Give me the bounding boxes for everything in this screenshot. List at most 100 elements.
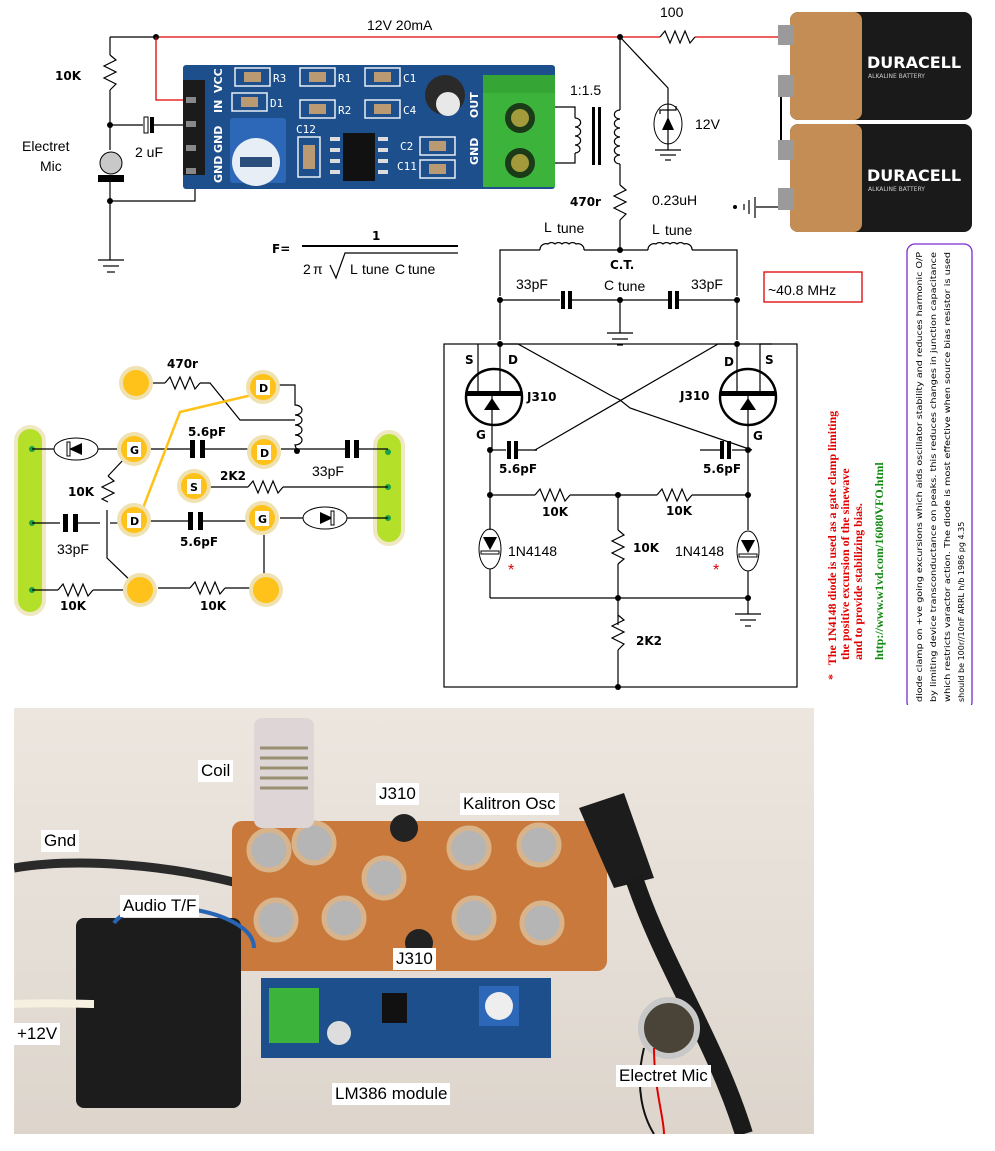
formula-lhs: F= — [272, 242, 290, 256]
resistor-100-label: 100 — [660, 4, 684, 20]
coil-former — [254, 718, 314, 828]
jfet-left-g: G — [476, 428, 486, 442]
ct-label: C.T. — [610, 258, 634, 272]
battery-stack: DURACELL ALKALINE BATTERY DURACELL ALKAL… — [733, 12, 972, 232]
ground-symbol-battery — [733, 197, 778, 218]
formula-l-sub: tune — [362, 261, 389, 277]
photo-label-coil: Coil — [198, 760, 234, 782]
diode-right: 1N4148 * — [675, 530, 760, 598]
ctune-label: C — [604, 277, 614, 293]
svg-text:* The 1N4148 diode is us: * The 1N4148 diode is used as a gate cla… — [825, 411, 839, 680]
battery-sub: ALKALINE BATTERY — [868, 186, 925, 193]
ltune-left-sub: tune — [557, 220, 584, 236]
frequency-box — [763, 271, 863, 303]
pin-vcc-label: VCC — [212, 68, 225, 93]
ctune-sub: tune — [618, 278, 645, 294]
photo-label-kalitron: Kalitron Osc — [460, 793, 559, 815]
frequency-formula: F= 1 2 π L tune C tune — [272, 229, 458, 280]
note-box-line4: should be 100r//10nF ARRL h/b 1986 pg 4.… — [957, 522, 966, 702]
mic-label-line2: Mic — [40, 158, 62, 174]
part-r2-label: R2 — [338, 104, 351, 117]
cap-33pf-left-label: 33pF — [516, 276, 548, 292]
pad-d-bottom: D — [130, 515, 139, 528]
part-c12-label: C12 — [296, 123, 316, 136]
pin-gnd2-label: GND — [212, 156, 225, 183]
out-label: OUT — [468, 92, 481, 118]
jfet-left-name: J310 — [526, 390, 557, 404]
layout-cap-right-label: 33pF — [312, 463, 344, 479]
oscillator-circuit: S D G J310 S D G J310 5.6pF 5.6pF — [443, 300, 798, 690]
note-box-line2: by limiting device transconductance on p… — [929, 252, 938, 702]
layout-10k-diag-label: 10K — [68, 485, 95, 499]
pin-in-label: IN — [212, 100, 225, 113]
layout-2k2-label: 2K2 — [220, 469, 246, 483]
resistor-10k-label: 10K — [55, 69, 82, 83]
mic-section: 10K 2 uF Electret Mic — [22, 37, 196, 273]
asterisk-right: * — [713, 562, 719, 579]
mic-label-line1: Electret — [22, 138, 70, 154]
jfet-left: S D G J310 — [464, 344, 557, 450]
formula-two: 2 — [303, 261, 311, 277]
supply-label: 12V 20mA — [367, 17, 433, 33]
electret-mic-photo — [638, 997, 700, 1059]
lm386-board: VCC IN GND GND R3 R1 C1 D1 R2 C4 C12 C2 … — [183, 65, 555, 189]
ltune-left-label: L — [544, 219, 552, 235]
part-d1-label: D1 — [270, 97, 283, 110]
electret-mic-icon — [99, 151, 123, 175]
photo-label-lm386: LM386 module — [332, 1083, 451, 1105]
jfet-left-s: S — [465, 353, 474, 367]
zener-voltage-label: 12V — [695, 116, 721, 132]
ground-symbol-mic — [98, 255, 124, 273]
diode-left: 1N4148 * — [478, 528, 557, 598]
part-c2-label: C2 — [400, 140, 413, 153]
note-box-line1: diode clamp on +ve going excursions whic… — [915, 252, 924, 702]
part-r3-label: R3 — [273, 72, 286, 85]
source-url-link[interactable]: http://www.w1vd.com/16080VFO.html — [872, 462, 886, 660]
out-gnd-label: GND — [468, 138, 481, 165]
supply-line: 12V 20mA 100 — [110, 4, 785, 101]
resistor-470r — [612, 184, 628, 221]
frequency-label: ~40.8 MHz — [768, 282, 836, 298]
inductance-label: 0.23uH — [652, 192, 697, 208]
jfet-right-s: S — [765, 353, 774, 367]
arrl-note-box: diode clamp on +ve going excursions whic… — [906, 243, 973, 705]
schematic-canvas: 12V 20mA 100 10K 2 uF Electret Mic — [14, 4, 973, 705]
diode-note: * The 1N4148 diode is used as a gate cla… — [825, 411, 886, 680]
tank-circuit: L tune L tune C.T. C tune 33pF 33pF — [497, 219, 740, 346]
jfet-right-g: G — [753, 429, 763, 443]
build-photo: Coil J310 Kalitron Osc Gnd Audio T/F J31… — [14, 708, 814, 1134]
formula-c: C — [395, 261, 405, 277]
lm386-ic — [343, 133, 375, 181]
resistor-10k-mic — [102, 54, 118, 91]
capacitor-2uf-label: 2 uF — [135, 144, 163, 160]
rail-left — [14, 425, 46, 616]
photo-label-j310-bottom: J310 — [393, 948, 436, 970]
battery-sub: ALKALINE BATTERY — [868, 73, 925, 80]
pin-gnd-label: GND — [212, 126, 225, 153]
part-c1-label: C1 — [403, 72, 416, 85]
jfet-left-d: D — [508, 353, 518, 367]
layout-cap-left-label: 33pF — [57, 541, 89, 557]
layout-10k-bl-label: 10K — [60, 599, 87, 613]
resistor-10k-right-label: 10K — [666, 504, 693, 518]
jfet-right-d: D — [724, 355, 734, 369]
part-r1-label: R1 — [338, 72, 351, 85]
jfet-right: S D G J310 — [679, 343, 778, 450]
note-red-line2: the positive excursion of the sinewave — [838, 468, 852, 660]
part-c4-label: C4 — [403, 104, 417, 117]
pad-s: S — [190, 481, 198, 494]
photo-illustration — [14, 718, 753, 1134]
formula-pi: π — [313, 261, 323, 277]
battery-brand: DURACELL — [867, 166, 961, 185]
photo-label-j310-top: J310 — [376, 783, 419, 805]
audio-transformer — [76, 918, 241, 1108]
formula-l: L — [350, 261, 358, 277]
photo-label-electret: Electret Mic — [616, 1065, 711, 1087]
note-red-line3: and to provide stabilizing bias. — [851, 503, 865, 660]
part-c11-label: C11 — [397, 160, 417, 173]
resistor-470r-label: 470r — [570, 195, 601, 209]
formula-c-sub: tune — [408, 261, 435, 277]
layout-470r-label: 470r — [167, 357, 198, 371]
zener-diode: 12V 0.23uH — [619, 36, 721, 208]
diode-right-label: 1N4148 — [675, 543, 724, 559]
